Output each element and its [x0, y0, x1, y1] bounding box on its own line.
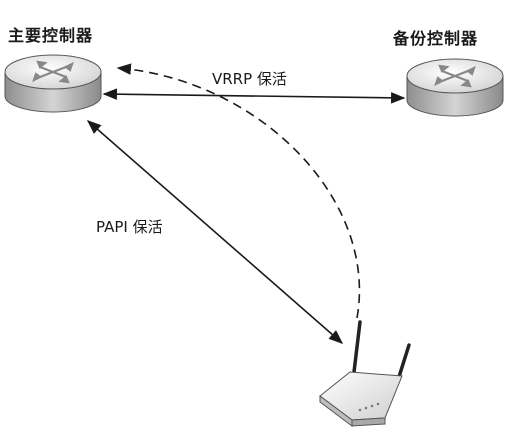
backup-controller-label: 备份控制器 — [393, 29, 479, 48]
failover-dashed-link — [116, 63, 361, 319]
backup-controller-router-icon — [406, 58, 504, 117]
primary-controller-router-icon — [4, 54, 102, 113]
access-point-icon — [319, 320, 411, 427]
papi-keepalive-link — [86, 120, 344, 344]
primary-controller-label: 主要控制器 — [8, 26, 94, 45]
vrrp-keepalive-label: VRRP 保活 — [212, 70, 287, 88]
papi-keepalive-label: PAPI 保活 — [96, 218, 163, 236]
vrrp-keepalive-link — [102, 88, 406, 104]
